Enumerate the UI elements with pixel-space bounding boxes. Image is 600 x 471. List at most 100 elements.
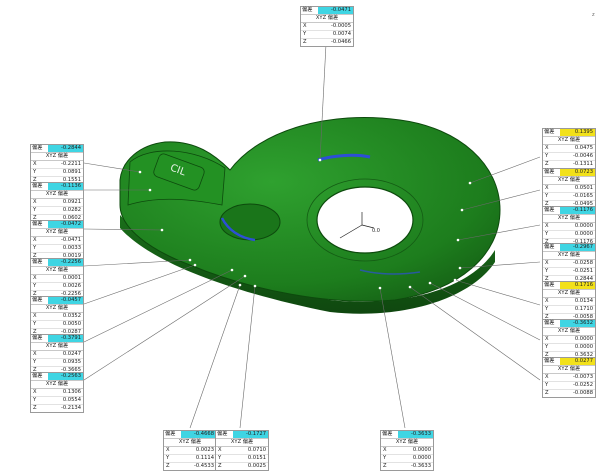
callout-header: 偏差-0.2563 bbox=[31, 373, 83, 381]
axis-y-label: Y bbox=[545, 193, 549, 199]
xyz-deviation-label: XYZ 偏差 bbox=[543, 328, 595, 336]
xyz-deviation-label: XYZ 偏差 bbox=[31, 229, 83, 237]
deviation-label: 偏差 bbox=[302, 7, 313, 13]
z-row: Z-0.0088 bbox=[543, 390, 595, 397]
deviation-value: 0.0277 bbox=[560, 358, 595, 365]
deviation-label: 偏差 bbox=[544, 282, 555, 288]
x-value: -0.0258 bbox=[572, 260, 593, 266]
z-value: 0.0019 bbox=[62, 253, 81, 259]
xyz-deviation-label: XYZ 偏差 bbox=[164, 439, 216, 447]
xyz-deviation-label: XYZ 偏差 bbox=[31, 191, 83, 199]
deviation-label: 偏差 bbox=[32, 145, 43, 151]
deviation-label: 偏差 bbox=[544, 169, 555, 175]
center-bore bbox=[316, 186, 414, 254]
deviation-label: 偏差 bbox=[544, 244, 555, 250]
y-value: -0.0046 bbox=[572, 153, 593, 159]
z-value: 0.0025 bbox=[247, 463, 266, 469]
xyz-deviation-label: XYZ 偏差 bbox=[31, 343, 83, 351]
xyz-deviation-label: XYZ 偏差 bbox=[31, 305, 83, 313]
callout-header: 偏差-0.3791 bbox=[31, 335, 83, 343]
xyz-deviation-label: XYZ 偏差 bbox=[543, 252, 595, 260]
y-row: Y-0.0165 bbox=[543, 193, 595, 201]
z-value: -0.1311 bbox=[572, 161, 593, 167]
z-value: -0.0495 bbox=[572, 201, 593, 207]
axis-y-label: Y bbox=[545, 306, 549, 312]
callout-header: 偏差-0.1727 bbox=[216, 431, 268, 439]
y-row: Y-0.0252 bbox=[543, 382, 595, 390]
xyz-deviation-label: XYZ 偏差 bbox=[543, 177, 595, 185]
y-value: 0.0000 bbox=[574, 231, 593, 237]
y-value: 0.0000 bbox=[412, 455, 431, 461]
axis-y-label: Y bbox=[166, 455, 170, 461]
z-row: Z-0.1176 bbox=[543, 239, 595, 246]
xyz-deviation-label: XYZ 偏差 bbox=[381, 439, 433, 447]
axis-z-label: Z bbox=[33, 177, 37, 183]
deviation-label: 偏差 bbox=[544, 129, 555, 135]
xyz-deviation-label: XYZ 偏差 bbox=[543, 290, 595, 298]
axis-z-label: Z bbox=[545, 201, 549, 207]
axis-z-label: Z bbox=[166, 463, 170, 469]
axis-z-label: Z bbox=[33, 329, 37, 335]
axis-y-label: Y bbox=[33, 397, 37, 403]
axis-x-label: X bbox=[33, 275, 37, 281]
y-value: 0.0891 bbox=[62, 169, 81, 175]
z-row: Z-0.2134 bbox=[31, 405, 83, 412]
z-row: Z-0.4533 bbox=[164, 463, 216, 470]
z-value: -0.2256 bbox=[60, 291, 81, 297]
deviation-value: -0.0457 bbox=[48, 297, 83, 304]
axis-z-label: Z bbox=[545, 390, 549, 396]
measurement-points bbox=[138, 158, 472, 290]
deviation-label: 偏差 bbox=[544, 320, 555, 326]
deviation-value: -0.0472 bbox=[48, 221, 83, 228]
volute-housing bbox=[119, 117, 501, 302]
z-value: -0.1176 bbox=[572, 239, 593, 245]
axis-x-label: X bbox=[33, 199, 37, 205]
axis-z-label: Z bbox=[303, 39, 307, 45]
axis-y-label: Y bbox=[545, 344, 549, 350]
callout-header: 偏差-0.4668 bbox=[164, 431, 216, 439]
z-value: -0.2134 bbox=[60, 405, 81, 411]
y-value: 0.1710 bbox=[574, 306, 593, 312]
x-row: X-0.0258 bbox=[543, 260, 595, 268]
callout-header: 偏差-0.3632 bbox=[543, 320, 595, 328]
x-row: X-0.2211 bbox=[31, 161, 83, 169]
callout-header: 偏差-0.1176 bbox=[543, 207, 595, 215]
axis-z-label: Z bbox=[33, 253, 37, 259]
axis-x-label: X bbox=[545, 145, 549, 151]
x-value: 0.0023 bbox=[195, 447, 214, 453]
x-value: 0.0501 bbox=[574, 185, 593, 191]
